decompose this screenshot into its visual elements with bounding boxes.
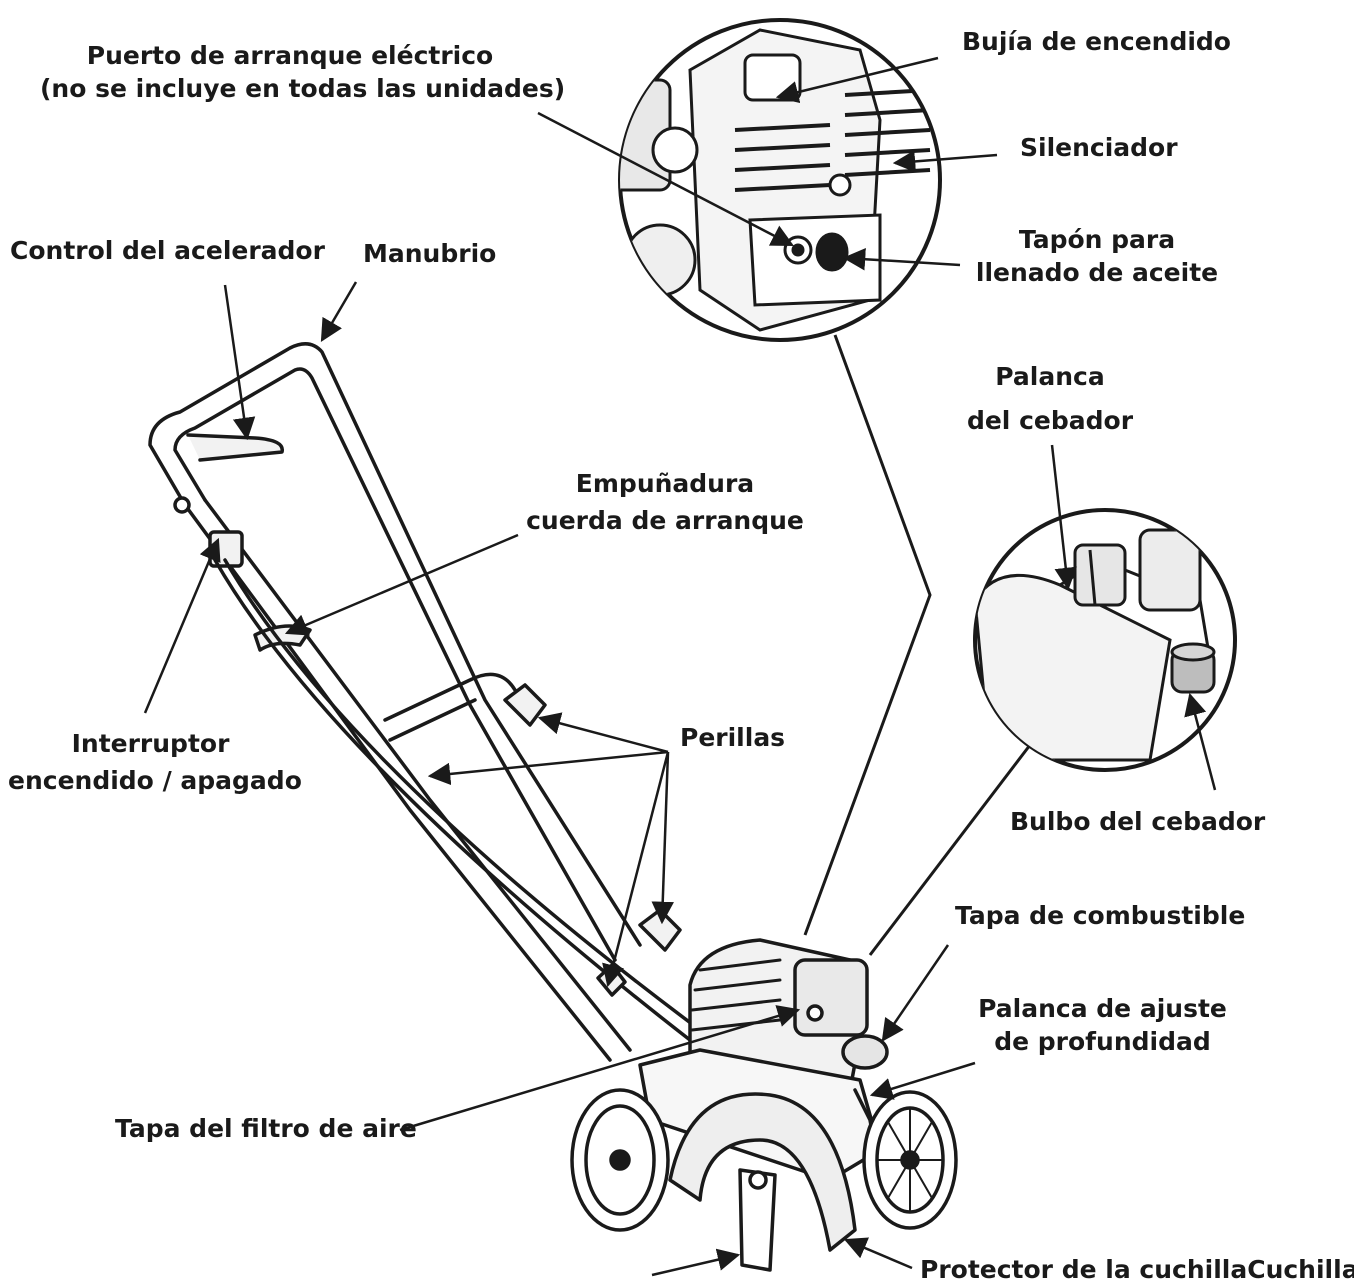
label-palanca-line2: del cebador [966, 406, 1134, 435]
label-empunadura-line2: cuerda de arranque [526, 506, 804, 535]
label-puerto-line1: Puerto de arranque eléctrico [86, 41, 494, 70]
label-palanca-cebador: Palanca del cebador [960, 355, 1140, 443]
engine-detail-circle [618, 18, 942, 342]
label-interruptor-line1: Interruptor [71, 729, 230, 758]
label-bulbo-cebador: Bulbo del cebador [1010, 807, 1266, 836]
engine-fins [690, 958, 782, 1032]
label-palanca-ajuste: Palanca de ajuste de profundidad [975, 993, 1230, 1058]
pointer-arrows [143, 56, 1217, 1277]
label-tapon-aceite: Tapón para llenado de aceite [972, 224, 1222, 289]
label-control-acelerador: Control del acelerador [10, 236, 325, 265]
label-puerto-arranque: Puerto de arranque eléctrico (no se incl… [40, 40, 566, 105]
label-puerto-line2: (no se incluye en todas las unidades) [40, 73, 566, 103]
label-palanca-line1: Palanca [995, 362, 1105, 391]
label-protector-cuchilla: Protector de la cuchillaCuchilla de [920, 1255, 1354, 1284]
label-ajuste-line2: de profundidad [994, 1026, 1211, 1056]
label-tapon-line2: llenado de aceite [975, 257, 1219, 287]
detail-connector-lines [803, 334, 1032, 956]
label-tapa-combustible: Tapa de combustible [955, 901, 1246, 930]
label-empunadura: Empuñadura cuerda de arranque [510, 465, 820, 539]
label-tapa-filtro-aire: Tapa del filtro de aire [115, 1114, 417, 1143]
label-silenciador: Silenciador [1020, 133, 1178, 162]
label-ajuste-line1: Palanca de ajuste [978, 994, 1227, 1023]
label-manubrio: Manubrio [363, 239, 497, 268]
label-bujia: Bujía de encendido [962, 27, 1231, 56]
label-interruptor-line2: encendido / apagado [8, 766, 302, 795]
label-tapon-line1: Tapón para [1018, 225, 1176, 254]
label-perillas: Perillas [680, 723, 786, 752]
label-interruptor: Interruptor encendido / apagado [8, 725, 302, 799]
label-empunadura-line1: Empuñadura [575, 469, 755, 498]
choke-detail-circle [973, 508, 1237, 772]
